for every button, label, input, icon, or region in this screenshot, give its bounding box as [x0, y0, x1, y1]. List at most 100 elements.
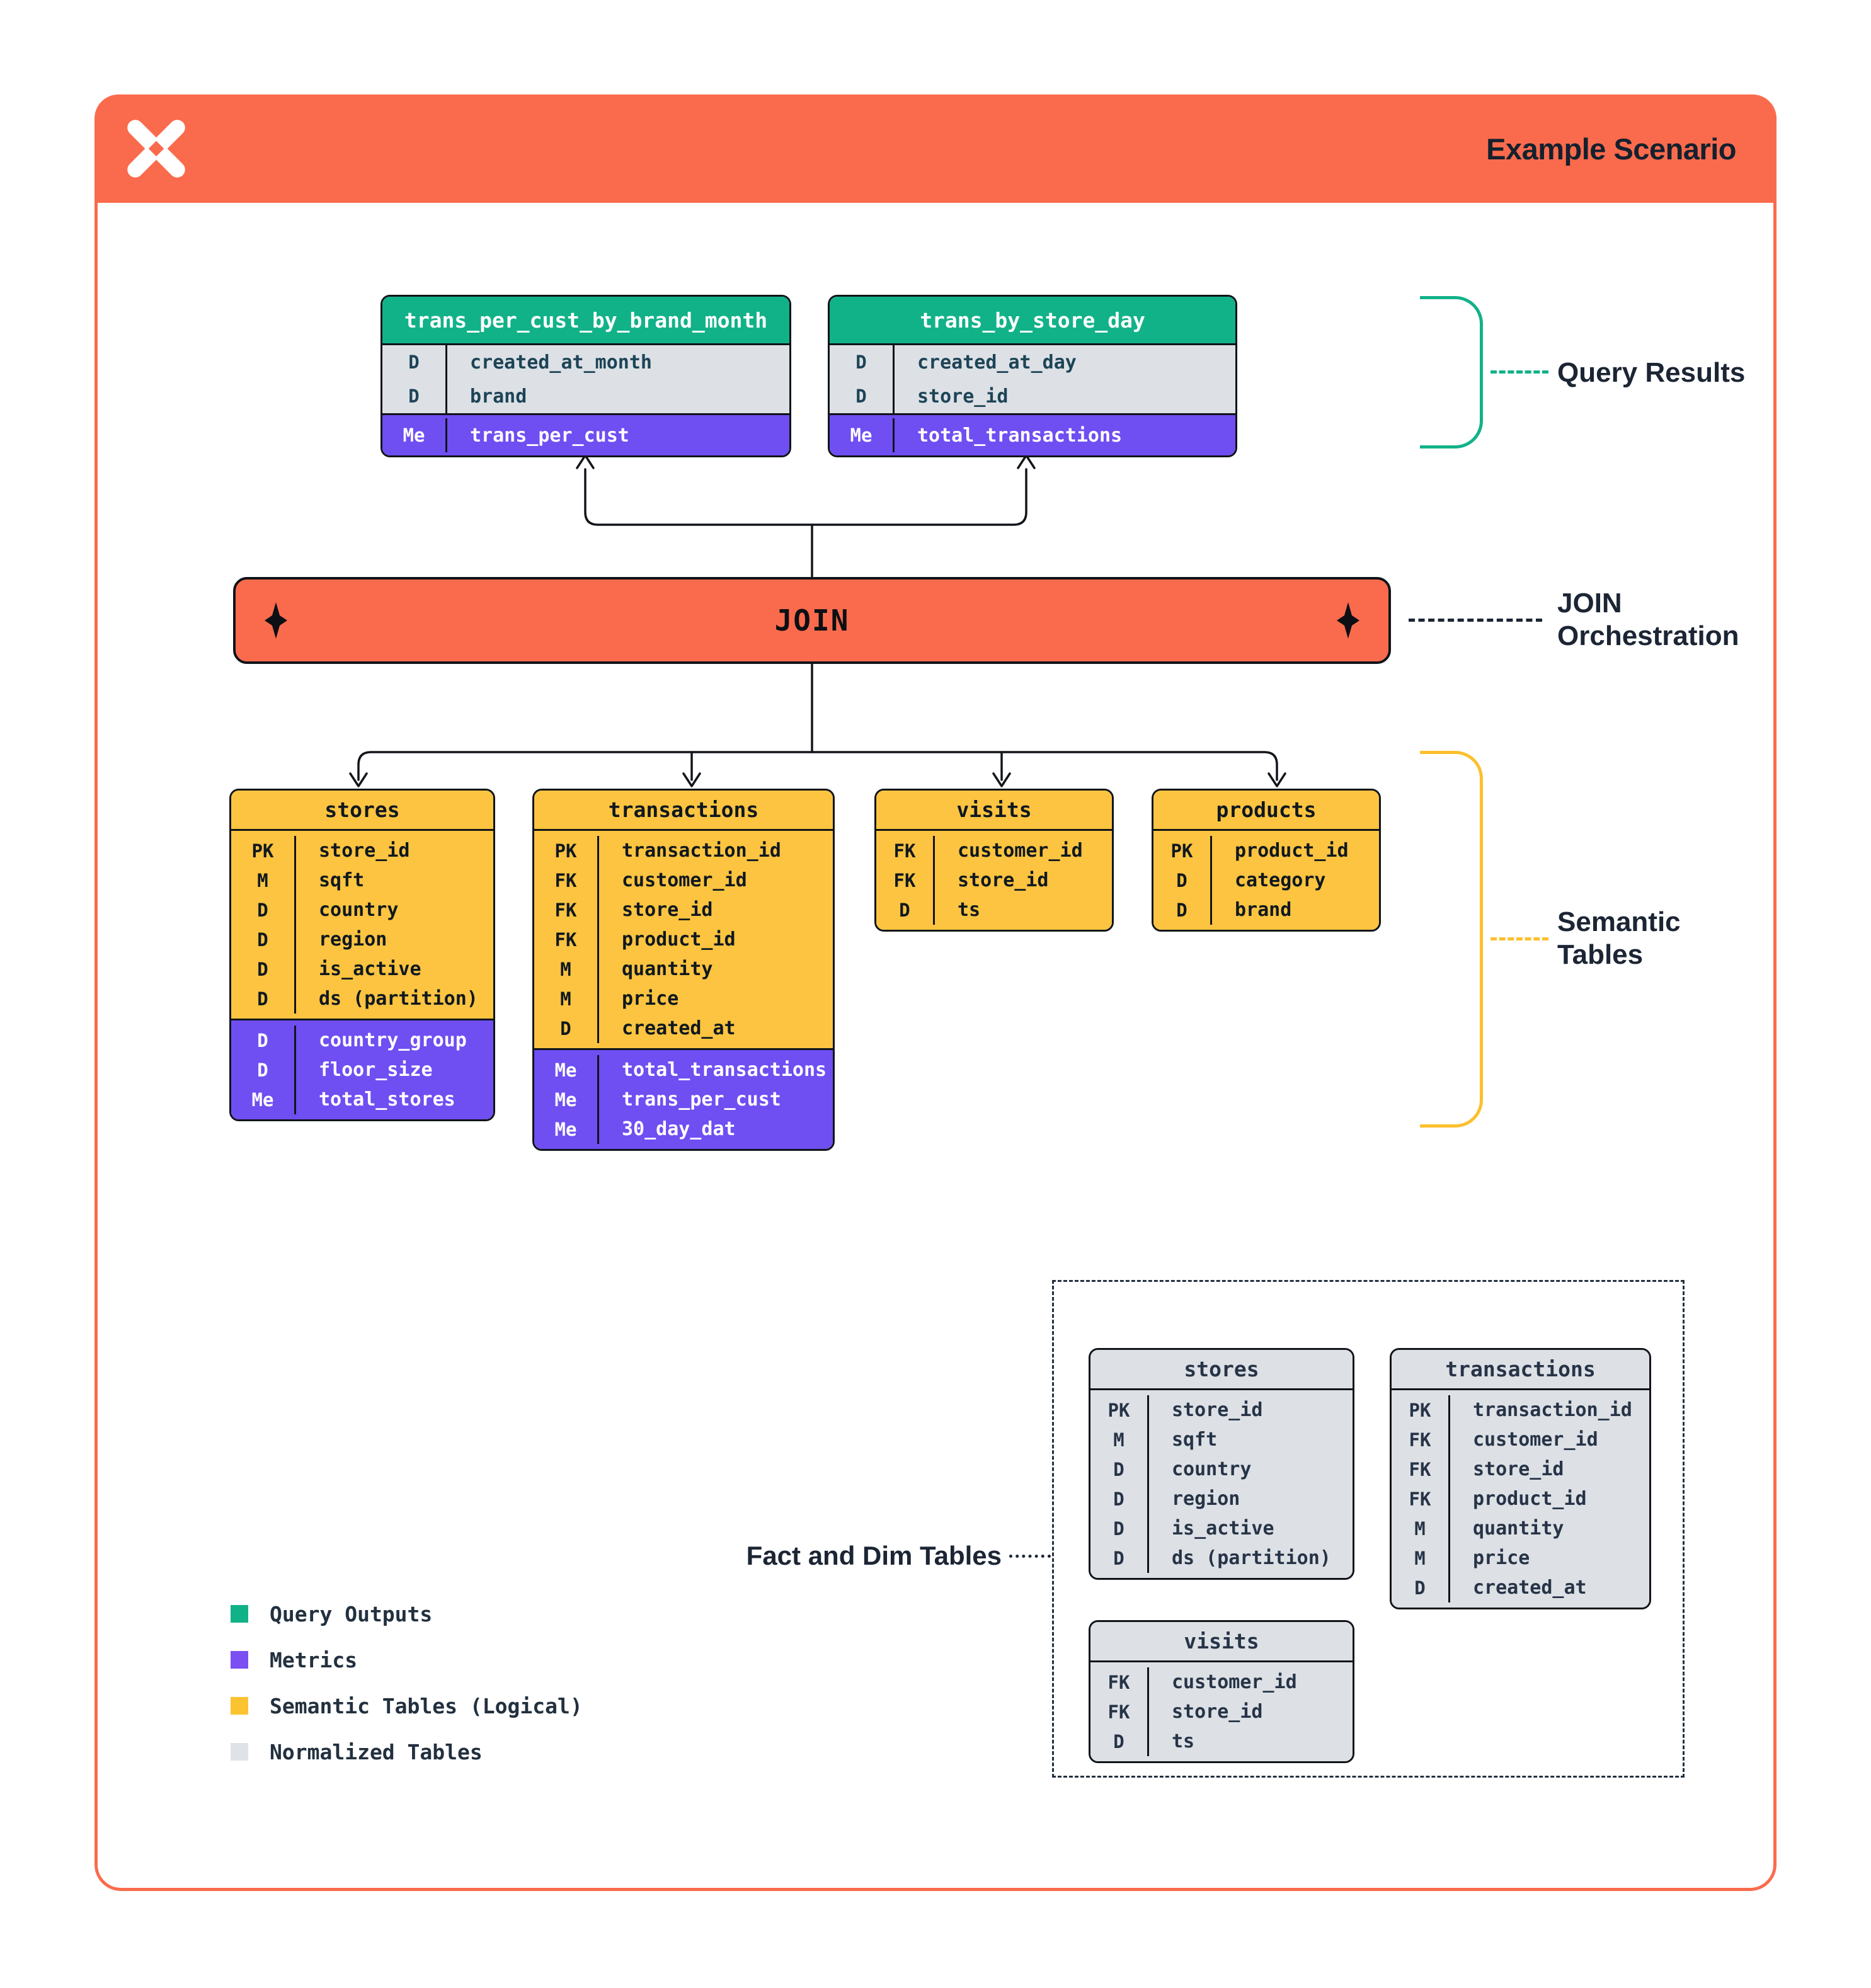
row-key-badge: M — [1090, 1425, 1149, 1454]
row-key-badge: FK — [534, 865, 599, 895]
table-title: visits — [876, 791, 1112, 831]
semantic-tables-label: Semantic Tables — [1557, 906, 1681, 970]
four-point-star-icon — [1337, 602, 1359, 639]
row-key-badge: M — [1392, 1514, 1450, 1543]
table-title: stores — [231, 791, 493, 831]
row-key-badge: FK — [1392, 1425, 1450, 1454]
row-field-name: is_active — [1172, 1517, 1274, 1540]
semantic-tables-swatch-icon — [231, 1697, 248, 1715]
row-field-name: sqft — [319, 869, 365, 891]
header-bar: Example Scenario — [94, 94, 1777, 203]
row-key-badge: FK — [534, 925, 599, 954]
row-key-badge: Me — [830, 418, 895, 452]
row-field-name: sqft — [1172, 1429, 1218, 1451]
row-field-name: floor_size — [319, 1059, 433, 1081]
legend-label: Semantic Tables (Logical) — [270, 1693, 583, 1718]
join-bar: JOIN — [233, 577, 1391, 664]
row-field-name: ts — [958, 899, 981, 921]
row-field-name: region — [319, 928, 387, 951]
legend-label: Normalized Tables — [270, 1739, 483, 1764]
row-key-badge: D — [231, 1055, 296, 1085]
row-key-badge: D — [231, 925, 296, 954]
table-row: FK product_id — [1392, 1484, 1649, 1514]
row-field-name: created_at — [1473, 1577, 1587, 1599]
legend: Query Outputs Metrics Semantic Tables (L… — [231, 1602, 583, 1789]
row-key-badge: PK — [1392, 1395, 1450, 1425]
row-field-name: created_at — [622, 1017, 736, 1039]
row-field-name: store_id — [622, 899, 713, 921]
row-field-name: country_group — [319, 1029, 467, 1051]
query-results-dashed-connector — [1491, 370, 1548, 374]
row-field-name: store_id — [319, 840, 410, 862]
row-key-badge: FK — [876, 865, 935, 895]
row-field-name: total_stores — [319, 1088, 455, 1111]
row-key-badge: PK — [231, 836, 296, 865]
brand-x-logo-icon — [127, 120, 185, 178]
row-field-name: price — [1473, 1547, 1530, 1569]
table-title: products — [1153, 791, 1379, 831]
row-key-badge: PK — [534, 836, 599, 865]
row-key-badge: D — [830, 345, 895, 379]
row-field-name: region — [1172, 1488, 1240, 1510]
row-field-name: ts — [1172, 1730, 1195, 1752]
row-key-badge: D — [1090, 1543, 1149, 1573]
row-field-name: quantity — [622, 958, 713, 980]
join-bar-label: JOIN — [774, 603, 850, 637]
row-field-name: created_at_day — [917, 351, 1077, 374]
table-title: stores — [1090, 1350, 1353, 1390]
table-row: PK transaction_id — [1392, 1395, 1649, 1425]
fact-dim-dotted-connector — [1009, 1555, 1051, 1558]
row-key-badge: Me — [382, 418, 447, 452]
row-field-name: product_id — [1473, 1488, 1587, 1510]
row-key-badge: PK — [1153, 836, 1212, 865]
row-key-badge: D — [231, 895, 296, 925]
table-title: transactions — [1392, 1350, 1649, 1390]
row-key-badge: FK — [1392, 1484, 1450, 1514]
row-key-badge: Me — [534, 1085, 599, 1114]
row-key-badge: D — [231, 1025, 296, 1055]
row-field-name: transaction_id — [1473, 1399, 1632, 1421]
legend-item: Query Outputs — [231, 1602, 583, 1626]
row-key-badge: Me — [231, 1085, 296, 1114]
table-row: PK store_id — [231, 836, 493, 865]
row-field-name: ds (partition) — [319, 988, 478, 1010]
table-title: trans_per_cust_by_brand_month — [382, 297, 789, 345]
row-key-badge: M — [534, 954, 599, 984]
